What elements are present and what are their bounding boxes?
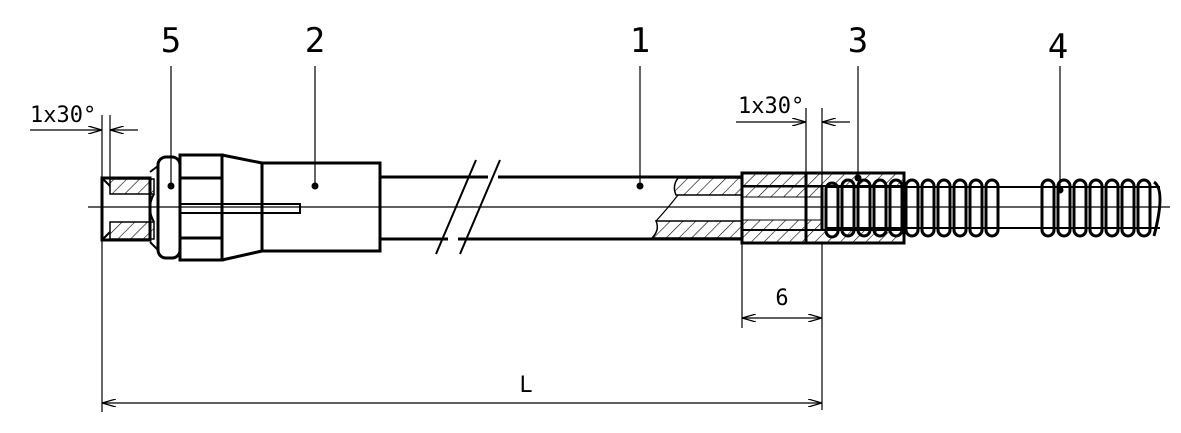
dimension-socket bbox=[741, 243, 823, 410]
label-part-2: 2 bbox=[305, 21, 325, 61]
label-part-1: 1 bbox=[630, 21, 650, 61]
part-5-collar bbox=[149, 155, 182, 260]
label-part-4: 4 bbox=[1048, 27, 1068, 67]
left-end-section bbox=[100, 176, 155, 242]
dim-overall-length: L bbox=[519, 373, 532, 398]
dimension-overall bbox=[101, 240, 822, 412]
dim-chamfer-left: 1x30° bbox=[30, 103, 96, 128]
leaders bbox=[167, 66, 1064, 194]
label-part-3: 3 bbox=[848, 21, 868, 61]
dim-socket-length: 6 bbox=[775, 286, 788, 311]
label-part-5: 5 bbox=[161, 21, 181, 61]
dimension-chamfer-right bbox=[736, 108, 850, 186]
dim-chamfer-right: 1x30° bbox=[738, 94, 804, 119]
part-1-rod bbox=[380, 159, 743, 255]
part-3-coupling bbox=[740, 171, 906, 245]
dimension-chamfer-left bbox=[30, 115, 138, 178]
part-4-threaded-bar bbox=[824, 178, 1162, 239]
